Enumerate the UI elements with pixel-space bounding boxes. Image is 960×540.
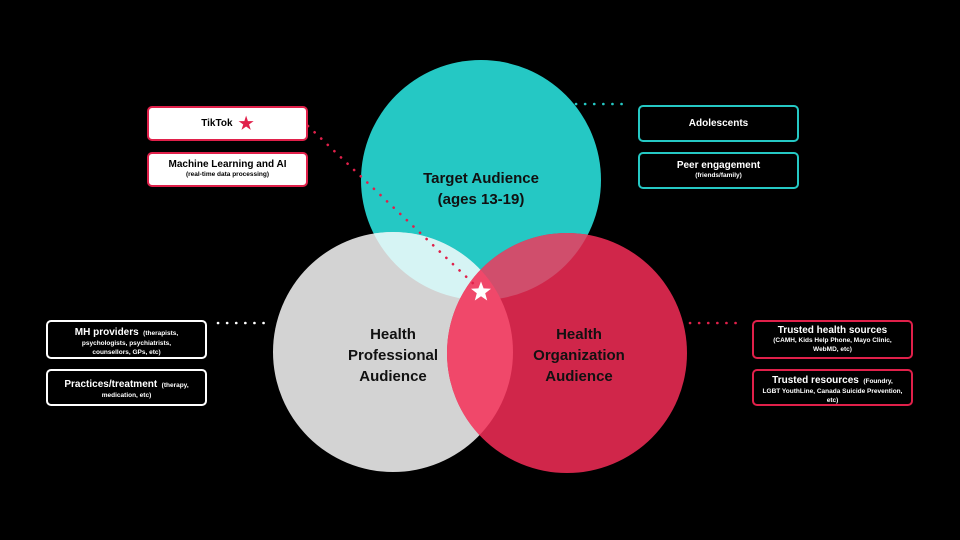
professional-label-line1: Health: [370, 326, 416, 343]
star-icon: [471, 281, 491, 301]
mh-providers-box: MH providers (therapists, psychologists,…: [46, 320, 207, 359]
tiktok-box: TikTok ★: [147, 106, 308, 141]
peer-engagement-title: Peer engagement: [676, 160, 761, 172]
professional-label-line3: Audience: [359, 368, 427, 385]
target-professional-overlap: [361, 232, 513, 300]
target-label-line1: Target Audience: [423, 170, 539, 187]
target-organization-overlap: [447, 233, 601, 300]
tiktok-label: TikTok: [201, 117, 233, 129]
mh-providers-title: MH providers: [74, 327, 139, 338]
practices-treatment-box: Practices/treatment (therapy, medication…: [46, 369, 207, 406]
professional-audience-label: Health Professional Audience: [323, 324, 463, 387]
adolescents-box: Adolescents: [638, 105, 799, 142]
mh-providers-subtitle-inline: (therapists,: [143, 330, 179, 337]
machine-learning-box: Machine Learning and AI (real-time data …: [147, 152, 308, 187]
organization-label-line2: Organization: [533, 347, 625, 364]
trusted-resources-box: Trusted resources (Foundry, LGBT YouthLi…: [752, 369, 913, 406]
trusted-health-sources-subtitle: (CAMH, Kids Help Phone, Mayo Clinic, Web…: [773, 337, 892, 353]
organization-label-line1: Health: [556, 326, 602, 343]
professional-label-line2: Professional: [347, 347, 439, 364]
peer-engagement-box: Peer engagement (friends/family): [638, 152, 799, 189]
machine-learning-subtitle: (real-time data processing): [185, 171, 270, 179]
peer-engagement-subtitle: (friends/family): [695, 172, 742, 180]
practices-treatment-subtitle: medication, etc): [101, 392, 152, 400]
target-audience-label: Target Audience (ages 13-19): [391, 168, 571, 210]
practices-treatment-title: Practices/treatment: [64, 379, 158, 391]
practices-treatment-subtitle-inline: (therapy,: [161, 382, 189, 390]
trusted-resources-subtitle-inline: (Foundry,: [863, 378, 893, 385]
target-label-line2: (ages 13-19): [437, 191, 525, 208]
trusted-health-sources-title: Trusted health sources: [777, 325, 888, 336]
trusted-health-sources-box: Trusted health sources (CAMH, Kids Help …: [752, 320, 913, 359]
machine-learning-title: Machine Learning and AI: [168, 159, 287, 171]
tiktok-connector-dots: [306, 124, 480, 290]
mh-providers-subtitle: psychologists, psychiatrists, counsellor…: [81, 340, 172, 356]
trusted-resources-subtitle: LGBT YouthLine, Canada Suicide Preventio…: [762, 388, 903, 404]
trusted-resources-title: Trusted resources: [772, 375, 859, 386]
adolescents-label: Adolescents: [688, 117, 749, 129]
star-icon: ★: [238, 113, 254, 133]
organization-audience-label: Health Organization Audience: [509, 324, 649, 387]
organization-label-line3: Audience: [545, 368, 613, 385]
